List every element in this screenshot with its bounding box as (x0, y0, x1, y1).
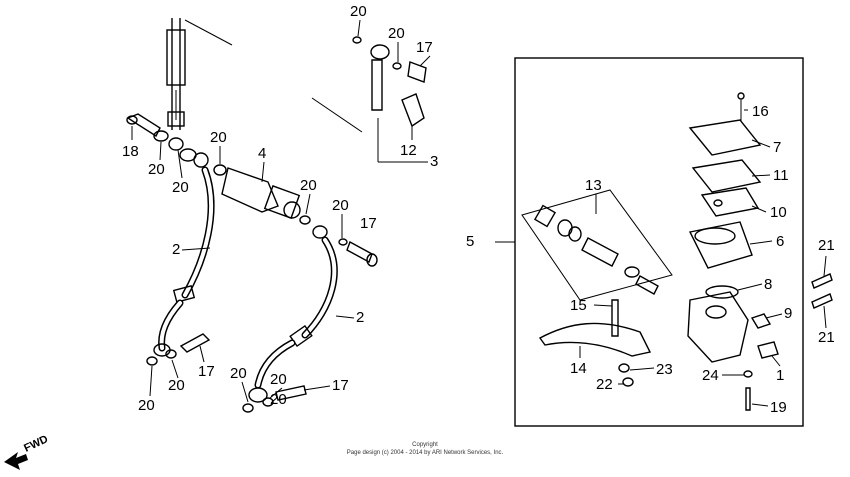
callout-11: 11 (773, 167, 789, 184)
callout-14: 14 (570, 360, 587, 377)
diaphragm-10 (700, 187, 760, 217)
callout-6: 6 (776, 233, 784, 250)
brake-hose-upper-right (311, 36, 428, 163)
callout-20: 20 (350, 3, 367, 20)
callout-20: 20 (172, 179, 189, 196)
leader-lines (131, 19, 827, 407)
callout-13: 13 (585, 177, 602, 194)
callout-20: 20 (168, 377, 185, 394)
callout-20: 20 (138, 397, 155, 414)
callout-20: 20 (332, 197, 349, 214)
upper-brake-hose (166, 18, 233, 130)
callout-18: 18 (122, 143, 139, 160)
callout-8: 8 (764, 276, 772, 293)
callout-7: 7 (773, 139, 781, 156)
reservoir-6 (688, 221, 753, 269)
callout-2: 2 (172, 241, 180, 258)
callout-4: 4 (258, 145, 266, 162)
callout-10: 10 (770, 204, 787, 221)
copyright-line-2: Page design (c) 2004 - 2014 by ARI Netwo… (347, 450, 504, 456)
o-ring-8 (705, 285, 739, 299)
callout-9: 9 (784, 305, 792, 322)
callout-1: 1 (776, 367, 784, 384)
master-cylinder-assembly-box (495, 57, 804, 427)
callout-17: 17 (360, 215, 377, 232)
brake-switch-1 (757, 341, 779, 359)
fwd-label: FWD (22, 433, 50, 454)
callout-16: 16 (752, 103, 769, 120)
piston-set-13 (521, 189, 673, 301)
callout-21: 21 (818, 237, 835, 254)
callout-15: 15 (570, 297, 587, 314)
arrow-left-icon (4, 452, 28, 470)
callout-17: 17 (332, 377, 349, 394)
banjo-bolt-17 (338, 238, 378, 267)
callout-24: 24 (702, 367, 719, 384)
callout-20: 20 (388, 25, 405, 42)
callout-2: 2 (356, 309, 364, 326)
callout-12: 12 (400, 142, 417, 159)
callout-17: 17 (198, 363, 215, 380)
callout-22: 22 (596, 376, 613, 393)
callout-5: 5 (466, 233, 474, 250)
callout-20: 20 (270, 371, 287, 388)
callout-17: 17 (416, 39, 433, 56)
brake-hose-right (242, 225, 338, 413)
diaphragm-plate-11 (691, 159, 762, 193)
clamp-bolts-21 (811, 273, 833, 309)
callout-labels: 20 20 17 12 3 18 20 20 20 4 20 20 17 2 2… (122, 3, 835, 416)
copyright-line-1: Copyright (412, 442, 438, 448)
brake-hose-left (146, 166, 215, 366)
callout-23: 23 (656, 361, 673, 378)
callout-20: 20 (270, 391, 287, 408)
master-cylinder-body (687, 291, 772, 363)
forward-direction-indicator: FWD (4, 433, 50, 470)
sealing-washer (153, 130, 209, 168)
callout-20: 20 (210, 129, 227, 146)
callout-20: 20 (230, 365, 247, 382)
callout-3: 3 (430, 153, 438, 170)
copyright-notice: Copyright Page design (c) 2004 - 2014 by… (347, 442, 504, 456)
callout-20: 20 (148, 161, 165, 178)
three-way-joint-4 (213, 164, 311, 225)
callout-19: 19 (770, 399, 787, 416)
lever-pivot-parts (618, 363, 753, 411)
callout-21: 21 (818, 329, 835, 346)
brake-lever-14 (538, 299, 652, 357)
callout-20: 20 (300, 177, 317, 194)
reservoir-cap-7 (688, 92, 762, 156)
